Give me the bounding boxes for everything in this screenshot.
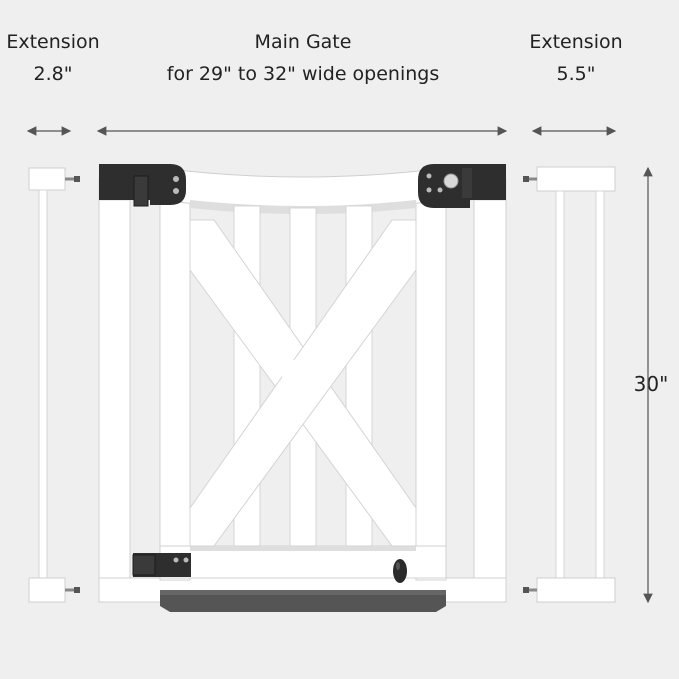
bottom-hinge-icon [132,553,191,577]
lock-latch-icon [418,164,506,208]
right-extension-title: Extension [529,31,623,53]
hinge-bracket-icon [99,164,186,207]
main-gate-subtitle: for 29" to 32" wide openings [166,63,440,85]
threshold-bar-icon [160,590,446,612]
gate-handle-icon [393,559,407,583]
left-extension-piece [28,167,80,603]
left-extension-title: Extension [6,31,100,53]
right-extension-piece [523,166,616,603]
gate-door [159,167,447,581]
main-gate-title: Main Gate [254,31,352,53]
right-extension-size: 5.5" [556,63,596,85]
left-extension-size: 2.8" [33,63,73,85]
